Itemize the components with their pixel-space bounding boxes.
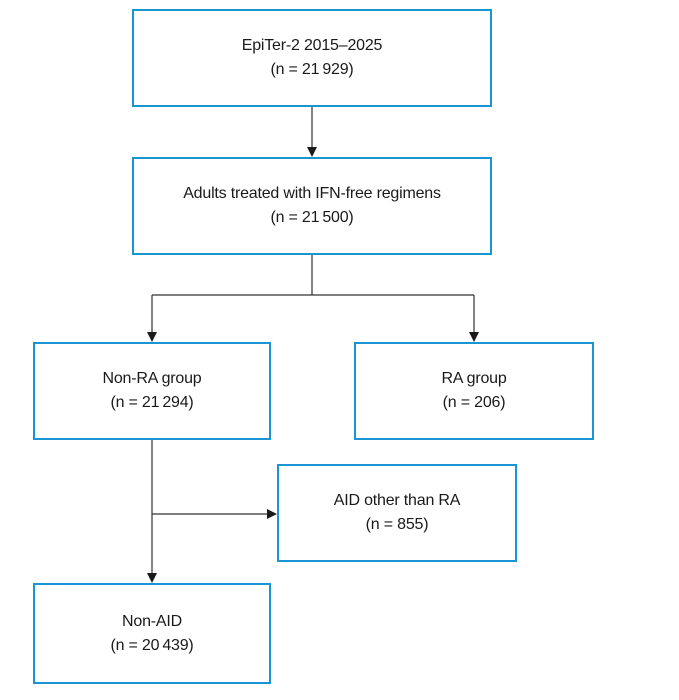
node-ra-group: RA group (n = 206) [354, 342, 594, 440]
node-aid-other-title: AID other than RA [333, 492, 461, 509]
node-epiter-title: EpiTer-2 2015–2025 [241, 37, 383, 54]
node-epiter: EpiTer-2 2015–2025 (n = 21 929) [132, 9, 492, 107]
node-non-ra-group: Non-RA group (n = 21 294) [33, 342, 271, 440]
node-adults-title: Adults treated with IFN-free regimens [183, 185, 441, 202]
node-ra-count: (n = 206) [442, 394, 506, 411]
node-non-aid-title: Non-AID [122, 612, 182, 630]
node-aid-other-count: (n = 855) [365, 516, 429, 533]
node-ra-title: RA group [441, 370, 507, 387]
node-adults-count: (n = 21 500) [270, 209, 354, 226]
node-aid-other-than-ra: AID other than RA (n = 855) [277, 464, 517, 562]
node-non-ra-count: (n = 21 294) [110, 394, 194, 411]
node-non-aid-count: (n = 20 439) [110, 636, 194, 654]
node-non-aid: Non-AID (n = 20 439) [33, 583, 271, 684]
node-adults-ifn-free: Adults treated with IFN-free regimens (n… [132, 157, 492, 255]
node-epiter-count: (n = 21 929) [270, 61, 354, 78]
node-non-ra-title: Non-RA group [102, 370, 202, 387]
